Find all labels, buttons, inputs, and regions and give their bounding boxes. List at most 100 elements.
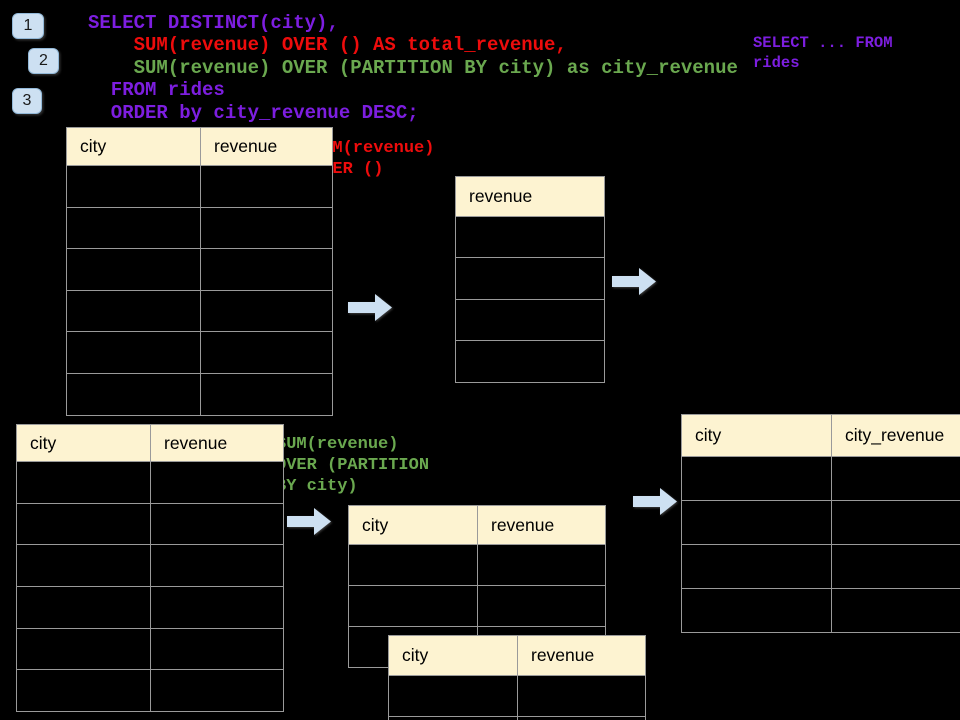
table-cell [150,669,284,713]
table-cell [150,461,284,504]
column-header: revenue [150,424,284,462]
table-cell [200,248,333,291]
table-row [681,500,960,545]
column-header: revenue [200,127,333,166]
sql-code-block: SELECT DISTINCT(city),SUM(revenue) OVER … [88,12,738,124]
table-row [388,675,646,717]
table-cell [477,544,606,586]
table-row [66,372,333,416]
column-header: city [66,127,201,166]
table-cell [150,586,284,629]
table-row [66,248,333,291]
table-row [455,257,605,300]
table-cell [150,627,284,671]
code-line: SELECT ... FROM [753,34,893,52]
table-cell [200,165,333,208]
table-row [681,588,960,633]
table-cell [150,544,284,588]
table-cell [831,500,960,545]
column-header: revenue [455,176,605,217]
table-cell [16,461,151,504]
table-cell [455,340,605,383]
table-row [455,298,605,342]
table-row [66,165,333,208]
sql-code-line: SUM(revenue) OVER (PARTITION BY city) as… [133,56,738,79]
table-cell [388,716,518,720]
table-cell [200,206,333,250]
table-row [16,544,284,588]
arrow-right-icon [633,488,677,520]
table-row [66,289,333,333]
table-cell [16,586,151,629]
column-header: city [388,635,518,676]
table-cell [16,502,151,546]
table-cell [831,456,960,501]
code-line: SUM(revenue) [276,435,399,454]
table-cell [200,331,333,374]
table-row [388,716,646,720]
sql-code-line: FROM rides [110,79,225,102]
sql-code-line: SUM(revenue) OVER () AS total_revenue, [133,34,567,57]
code-line: OVER (PARTITION [276,456,430,475]
table-cell [348,544,478,586]
table-cell [66,206,201,250]
column-header: revenue [477,505,606,545]
table-cell [477,585,606,627]
arrow-right-icon [612,268,656,300]
column-header: city [681,414,832,457]
step-badge-3: 3 [12,88,42,114]
table-row [455,340,605,383]
table-cell [66,289,201,333]
table-cell [200,289,333,333]
table-cell [66,248,201,291]
arrow-right-icon [348,294,392,326]
table-cell [681,588,832,633]
table-cell [150,502,284,546]
column-header: city [16,424,151,462]
table-cell [66,165,201,208]
table-row [16,669,284,713]
step-badge-1: 1 [12,13,44,39]
table-cell [348,585,478,627]
table-row [681,456,960,501]
table-cell [200,372,333,416]
table-cell [681,456,832,501]
table-cell [455,215,605,259]
column-header: city_revenue [831,414,960,457]
table-row [348,544,606,586]
table-cell [66,331,201,374]
table-cell [681,500,832,545]
table-cell [455,257,605,300]
column-header: city [348,505,478,545]
table-cell [16,627,151,671]
table-row [16,627,284,671]
table-row [16,586,284,629]
table-cell [831,588,960,633]
revenue-only-table: revenue [455,176,605,383]
table-cell [16,544,151,588]
code-line: SUM(revenue) [312,139,435,158]
table-cell [681,544,832,589]
step-badge-2: 2 [28,48,59,74]
table-cell [388,675,518,717]
table-cell [831,544,960,589]
table-cell [455,298,605,342]
sql-code-line: SELECT DISTINCT(city), [88,12,339,34]
table-row [16,502,284,546]
table-row [16,461,284,504]
table-cell [16,669,151,713]
sql-code-line: ORDER by city_revenue DESC; [110,101,419,124]
table-row [455,215,605,259]
table-cell [517,716,646,720]
arrow-right-icon [287,508,331,540]
table-row [348,585,606,627]
table-row [66,331,333,374]
table-row [66,206,333,250]
table-cell [66,372,201,416]
